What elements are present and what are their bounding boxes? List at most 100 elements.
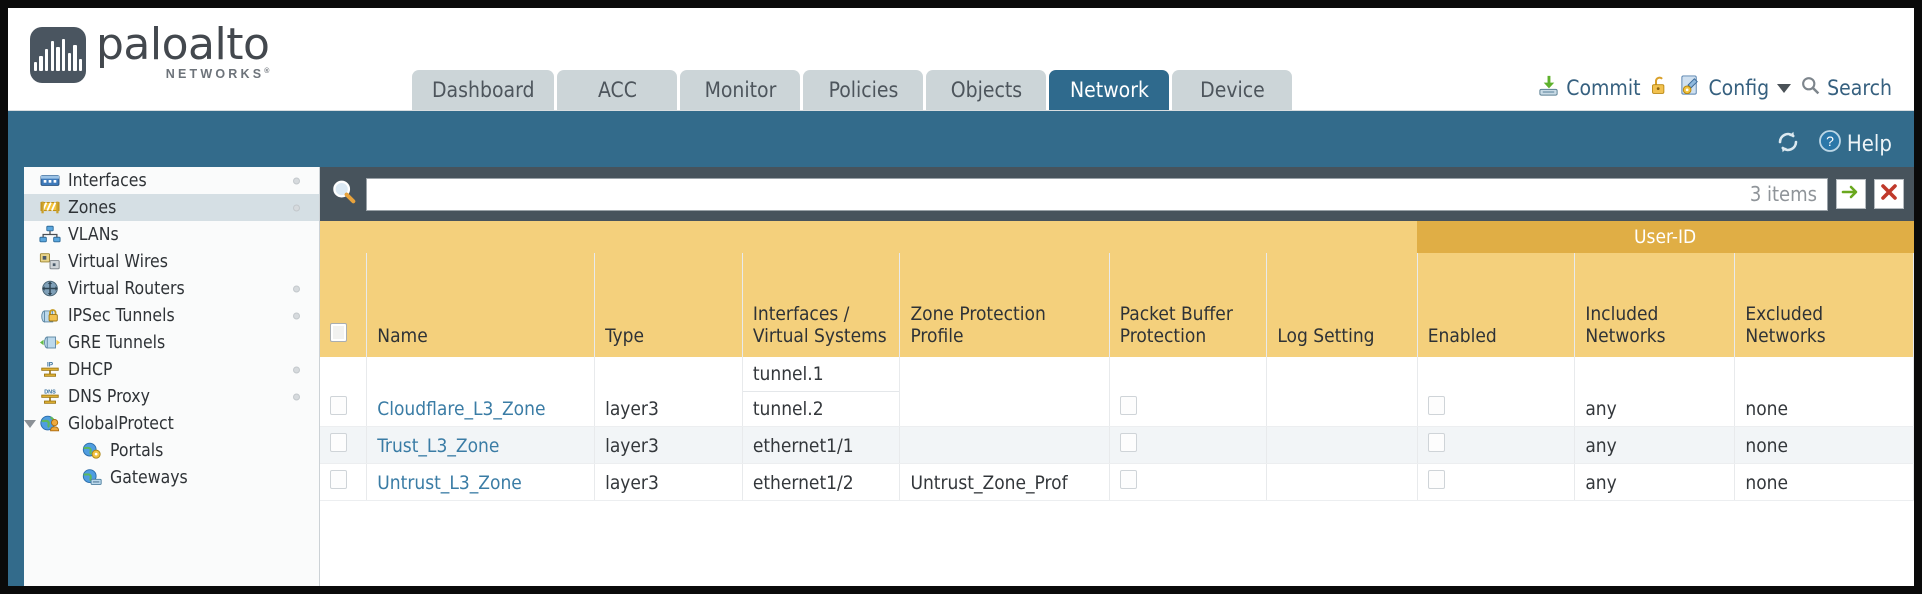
row-checkbox[interactable] (330, 433, 347, 452)
commit-button[interactable]: Commit (1537, 74, 1640, 102)
interface-item: tunnel.2 (752, 398, 824, 420)
zone-name-link[interactable]: Cloudflare_L3_Zone (377, 398, 546, 420)
tab-device[interactable]: Device (1172, 70, 1293, 110)
lock-button[interactable] (1649, 74, 1670, 102)
sidebar-item-zones[interactable]: Zones (24, 194, 319, 221)
virtual-routers-icon (39, 279, 61, 299)
apply-filter-button[interactable] (1836, 179, 1866, 209)
tab-network[interactable]: Network (1049, 70, 1170, 110)
filter-input[interactable]: 3 items (366, 177, 1828, 211)
packet-buffer-protection-checkbox[interactable] (1119, 470, 1137, 489)
cell-packet-buffer-protection (1109, 357, 1268, 427)
brand-logo[interactable]: paloalto NETWORKS® (30, 23, 270, 83)
cell-interfaces: ethernet1/2 (742, 463, 901, 501)
cell-packet-buffer-protection (1109, 426, 1268, 464)
table-body: Cloudflare_L3_Zone layer3 tunnel.1 tunne… (320, 357, 1914, 501)
tab-policies[interactable]: Policies (803, 70, 924, 110)
sidebar-item-gateways[interactable]: Gateways (24, 464, 319, 491)
toolbar-right-actions: ? Help (1775, 129, 1892, 159)
chevron-down-icon[interactable] (24, 419, 36, 428)
sidebar-item-globalprotect[interactable]: GlobalProtect (24, 410, 319, 437)
table-row[interactable]: Cloudflare_L3_Zone layer3 tunnel.1 tunne… (320, 357, 1914, 427)
column-header-type[interactable]: Type (594, 253, 743, 357)
zones-icon (39, 198, 61, 218)
column-header-zone-protection-profile[interactable]: Zone Protection Profile (899, 253, 1110, 357)
tab-acc[interactable]: ACC (557, 70, 678, 110)
table-row[interactable]: Trust_L3_Zone layer3 ethernet1/1 any non… (320, 426, 1914, 464)
column-header-enabled[interactable]: Enabled (1417, 253, 1576, 357)
table-group-header-row: User-ID (320, 221, 1914, 253)
search-button[interactable]: Search (1800, 75, 1892, 101)
tab-monitor[interactable]: Monitor (680, 70, 801, 110)
zone-name-link[interactable]: Untrust_L3_Zone (377, 472, 522, 494)
refresh-icon[interactable] (1775, 130, 1801, 159)
row-select-cell (320, 426, 368, 464)
sidebar-item-label: GlobalProtect (68, 413, 174, 434)
zone-name-link[interactable]: Trust_L3_Zone (377, 435, 500, 457)
sidebar-item-portals[interactable]: Portals (24, 437, 319, 464)
column-header-included-networks[interactable]: Included Networks (1574, 253, 1736, 357)
table-row[interactable]: Untrust_L3_Zone layer3 ethernet1/2 Untru… (320, 463, 1914, 501)
cell-type: layer3 (594, 426, 743, 464)
apply-filter-arrow-icon (1841, 182, 1861, 207)
cell-zone-protection-profile (899, 357, 1110, 427)
sidebar-item-ipsec-tunnels[interactable]: IPSec Tunnels (24, 302, 319, 329)
userid-enabled-checkbox[interactable] (1427, 433, 1445, 452)
clear-filter-x-icon (1879, 182, 1899, 207)
lock-icon (1649, 74, 1670, 102)
config-menu[interactable]: Config (1679, 74, 1792, 102)
packet-buffer-protection-checkbox[interactable] (1119, 396, 1137, 415)
sidebar-item-label: DNS Proxy (68, 386, 150, 407)
row-checkbox[interactable] (330, 396, 347, 415)
sidebar-item-label: DHCP (68, 359, 113, 380)
column-header-interfaces[interactable]: Interfaces / Virtual Systems (742, 253, 901, 357)
column-header-log-setting[interactable]: Log Setting (1266, 253, 1418, 357)
ipsec-tunnels-icon (39, 306, 61, 326)
column-header-excluded-networks[interactable]: Excluded Networks (1734, 253, 1914, 357)
cell-log-setting (1266, 426, 1418, 464)
cell-excluded-networks: none (1734, 426, 1914, 464)
userid-enabled-checkbox[interactable] (1427, 396, 1445, 415)
clear-filter-button[interactable] (1874, 179, 1904, 209)
cell-included-networks: any (1574, 357, 1736, 427)
svg-text:DNS: DNS (44, 389, 56, 395)
sidebar-status-dot (293, 366, 300, 373)
sidebar-item-vlans[interactable]: VLANs (24, 221, 319, 248)
sidebar-item-dhcp[interactable]: IP DHCP (24, 356, 319, 383)
zones-table: User-ID Name Type Interfaces / Virtual S… (320, 221, 1914, 501)
tab-dashboard[interactable]: Dashboard (412, 70, 555, 110)
search-icon (1800, 75, 1821, 101)
sidebar-item-label: GRE Tunnels (68, 332, 166, 353)
cell-zone-protection-profile: Untrust_Zone_Prof (899, 463, 1110, 501)
sidebar-item-dns-proxy[interactable]: DNS DNS Proxy (24, 383, 319, 410)
tab-objects[interactable]: Objects (926, 70, 1047, 110)
sidebar-item-label: Portals (110, 440, 164, 461)
sidebar-item-label: Zones (68, 197, 117, 218)
cell-excluded-networks: none (1734, 463, 1914, 501)
sidebar-item-virtual-routers[interactable]: Virtual Routers (24, 275, 319, 302)
dns-proxy-icon: DNS (39, 387, 61, 407)
help-label: Help (1846, 131, 1892, 157)
help-button[interactable]: ? Help (1818, 129, 1892, 159)
config-icon (1679, 74, 1702, 102)
table-head: User-ID Name Type Interfaces / Virtual S… (320, 221, 1914, 357)
sidebar-status-dot (293, 204, 300, 211)
cell-included-networks: any (1574, 426, 1736, 464)
svg-text:?: ? (1826, 133, 1834, 149)
cell-zone-protection-profile (899, 426, 1110, 464)
packet-buffer-protection-checkbox[interactable] (1119, 433, 1137, 452)
cell-log-setting (1266, 463, 1418, 501)
virtual-wires-icon (39, 252, 61, 272)
column-header-packet-buffer-protection[interactable]: Packet Buffer Protection (1109, 253, 1268, 357)
sidebar-status-dot (293, 285, 300, 292)
select-all-checkbox[interactable] (330, 323, 347, 342)
sidebar-item-interfaces[interactable]: Interfaces (24, 167, 319, 194)
cell-userid-enabled (1417, 463, 1576, 501)
sidebar-item-virtual-wires[interactable]: Virtual Wires (24, 248, 319, 275)
sidebar-item-gre-tunnels[interactable]: GRE Tunnels (24, 329, 319, 356)
userid-enabled-checkbox[interactable] (1427, 470, 1445, 489)
row-checkbox[interactable] (330, 470, 347, 489)
search-icon[interactable] (330, 178, 358, 211)
cell-log-setting (1266, 357, 1418, 427)
column-header-name[interactable]: Name (366, 253, 596, 357)
